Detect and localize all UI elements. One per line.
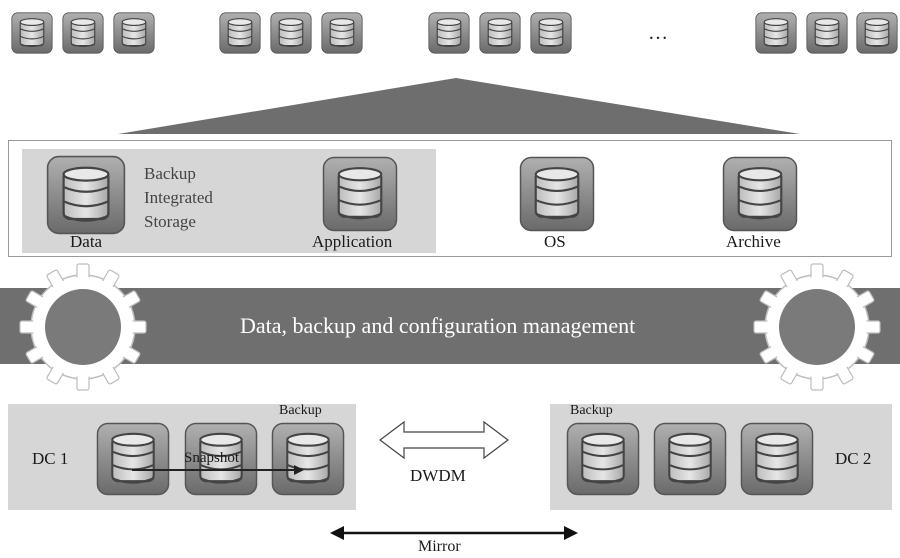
dc1-backup-label: Backup — [279, 403, 322, 418]
aggregation-triangle — [118, 78, 800, 134]
snapshot-label: Snapshot — [184, 450, 240, 466]
storage-label-application: Application — [312, 232, 393, 251]
caption-line: Integrated — [144, 188, 213, 207]
dwdm-label: DWDM — [410, 466, 466, 485]
mirror-label: Mirror — [418, 538, 461, 555]
management-band — [0, 288, 900, 364]
dwdm-double-arrow — [379, 420, 509, 460]
management-band-label: Data, backup and configuration managemen… — [240, 313, 636, 338]
dc2-backup-label: Backup — [570, 403, 613, 418]
storage-label-os: OS — [544, 232, 566, 251]
ellipsis: … — [648, 22, 668, 44]
caption-line: Storage — [144, 212, 196, 231]
storage-label-data: Data — [70, 232, 103, 251]
dc1-label: DC 1 — [32, 449, 69, 468]
dc2-label: DC 2 — [835, 449, 872, 468]
caption-line: Backup — [144, 164, 196, 183]
storage-label-archive: Archive — [726, 232, 781, 251]
